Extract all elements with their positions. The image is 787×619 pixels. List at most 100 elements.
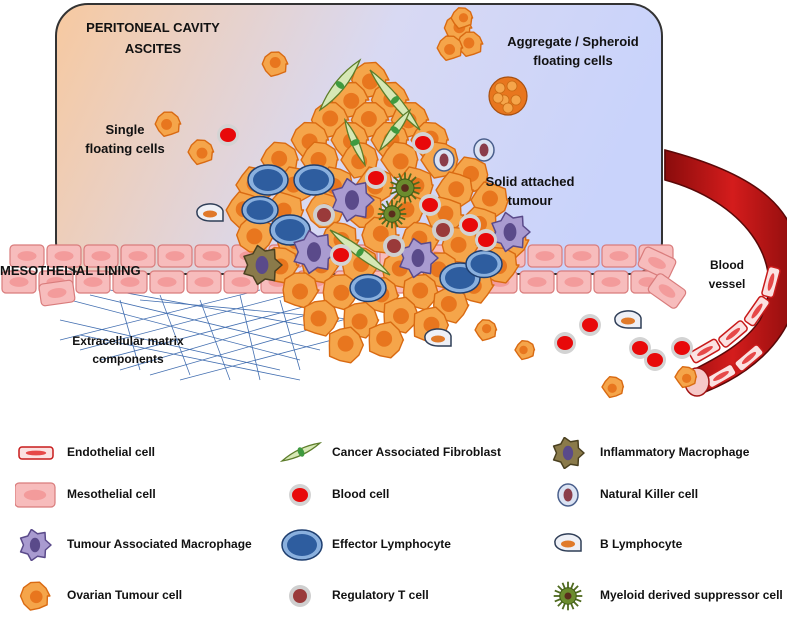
label-aggregate: Aggregate / Spheroid floating cells — [507, 34, 639, 68]
ovarian-tumour-cell — [187, 139, 215, 166]
blood-cell — [419, 194, 441, 216]
mesothelial-cell — [601, 244, 637, 268]
effector-lymphocyte — [269, 214, 311, 246]
legend-label: Blood cell — [332, 487, 390, 501]
blood-cell — [330, 244, 352, 266]
legend-item-mdsc: Myeloid derived suppressor cell — [548, 580, 787, 612]
ovarian-tumour-cell — [674, 366, 698, 389]
cancer-associated-fibroblast — [344, 117, 366, 168]
mesothelial-cell — [75, 270, 111, 294]
label-blood-vessel: Blood vessel — [708, 258, 746, 291]
legend-item-effector: Effector Lymphocyte — [280, 529, 530, 561]
legend-label: Tumour Associated Macrophage — [67, 537, 252, 551]
caf-icon — [280, 441, 323, 462]
mesothelial-cell — [157, 244, 193, 268]
ovarian-tumour-cell — [474, 319, 498, 342]
tumour-icon — [19, 581, 51, 611]
blood-cell — [554, 332, 576, 354]
natural-killer-cell — [473, 138, 495, 162]
regulatory-t-cell — [313, 204, 335, 226]
ovarian-tumour-cell — [328, 326, 364, 364]
blood-cell — [644, 349, 666, 371]
ovarian-tumour-cell — [601, 376, 625, 399]
spheroid — [488, 76, 528, 116]
mesothelial-cell — [46, 244, 82, 268]
ovarian-tumour-cell — [514, 340, 536, 361]
legend-item-caf: Cancer Associated Fibroblast — [280, 437, 530, 469]
mesothelial-cell — [149, 270, 185, 294]
natural-killer-cell — [557, 483, 579, 507]
tumour-associated-macrophage — [491, 211, 531, 253]
ovarian-tumour-cell — [261, 51, 289, 77]
legend-label: B Lymphocyte — [600, 537, 683, 551]
blood-cell — [289, 484, 311, 506]
legend-item-nk: Natural Killer cell — [548, 479, 787, 511]
tumour-associated-macrophage — [293, 229, 337, 275]
effector-lymphocyte — [465, 249, 503, 279]
bloodcell-icon — [289, 484, 311, 506]
endothelial-cell — [689, 338, 721, 364]
blood-cell — [217, 124, 239, 146]
ovarian-tumour-cell — [450, 7, 474, 30]
legend-label: Regulatory T cell — [332, 588, 429, 602]
endothelial-cell — [718, 320, 748, 348]
label-peritoneal-cavity: PERITONEAL CAVITY ASCITES — [86, 20, 220, 56]
legend-item-treg: Regulatory T cell — [280, 580, 530, 612]
tumour-associated-macrophage — [331, 177, 375, 223]
inflammatory-macrophage — [243, 244, 283, 286]
mesothelial-cell — [556, 270, 592, 294]
label-extracellular-matrix: Extracellular matrix components — [72, 334, 184, 366]
mdsc-icon — [553, 581, 583, 611]
mesothelial-cell — [593, 270, 629, 294]
legend-label: Natural Killer cell — [600, 487, 699, 501]
effector-icon — [281, 529, 323, 561]
mesothelial-cell — [527, 244, 563, 268]
mesothelial-cell — [120, 244, 156, 268]
legend-label: Ovarian Tumour cell — [67, 588, 183, 602]
legend-item-tam: Tumour Associated Macrophage — [15, 529, 265, 561]
tumour-associated-macrophage — [399, 237, 439, 279]
endothelial-icon — [18, 446, 54, 460]
legend-label: Endothelial cell — [67, 445, 156, 459]
inflam-icon — [552, 437, 585, 469]
legend-item-meso: Mesothelial cell — [15, 479, 265, 511]
legend-label: Myeloid derived suppressor cell — [600, 588, 783, 602]
mesothelial-cell — [519, 270, 555, 294]
blood-cell — [671, 337, 693, 359]
effector-lymphocyte — [247, 164, 289, 196]
cancer-associated-fibroblast — [280, 441, 323, 462]
endothelial-cell — [743, 295, 771, 327]
inflammatory-macrophage — [552, 437, 585, 469]
floating-cells — [154, 7, 698, 399]
meso-icon — [15, 482, 56, 508]
b-lymphocyte — [554, 533, 582, 552]
tumour-associated-macrophage — [19, 529, 52, 561]
legend-label: Cancer Associated Fibroblast — [332, 445, 501, 459]
ovarian-tumour-cell — [436, 35, 464, 61]
effector-lymphocyte — [281, 529, 323, 561]
blood-cell — [629, 337, 651, 359]
legend-item-bcell: B Lymphocyte — [548, 529, 787, 561]
legend-item-inflam: Inflammatory Macrophage — [548, 437, 787, 469]
regulatory-t-cell — [289, 585, 311, 607]
mesothelial-cell — [564, 244, 600, 268]
ovarian-tumour-cell — [402, 273, 440, 311]
solid-attached-tumour — [225, 58, 531, 364]
tumour-microenvironment-illustration — [1, 3, 787, 399]
label-mesothelial-lining: MESOTHELIAL LINING — [0, 263, 141, 278]
blood-cell — [475, 229, 497, 251]
mesothelial-cell — [112, 270, 148, 294]
legend-item-bloodcell: Blood cell — [280, 479, 530, 511]
blood-cell — [579, 314, 601, 336]
ovarian-tumour-cell — [19, 581, 51, 611]
regulatory-t-cell — [383, 235, 405, 257]
blood-cell — [459, 214, 481, 236]
regulatory-t-cell — [432, 219, 454, 241]
cancer-associated-fibroblast — [318, 58, 362, 112]
legend-label: Inflammatory Macrophage — [600, 445, 750, 459]
b-lymphocyte — [196, 203, 224, 222]
mesothelial-cell — [83, 244, 119, 268]
myeloid-derived-suppressor-cell — [553, 581, 583, 611]
mesothelial-cell — [186, 270, 222, 294]
blood-cell — [412, 132, 434, 154]
